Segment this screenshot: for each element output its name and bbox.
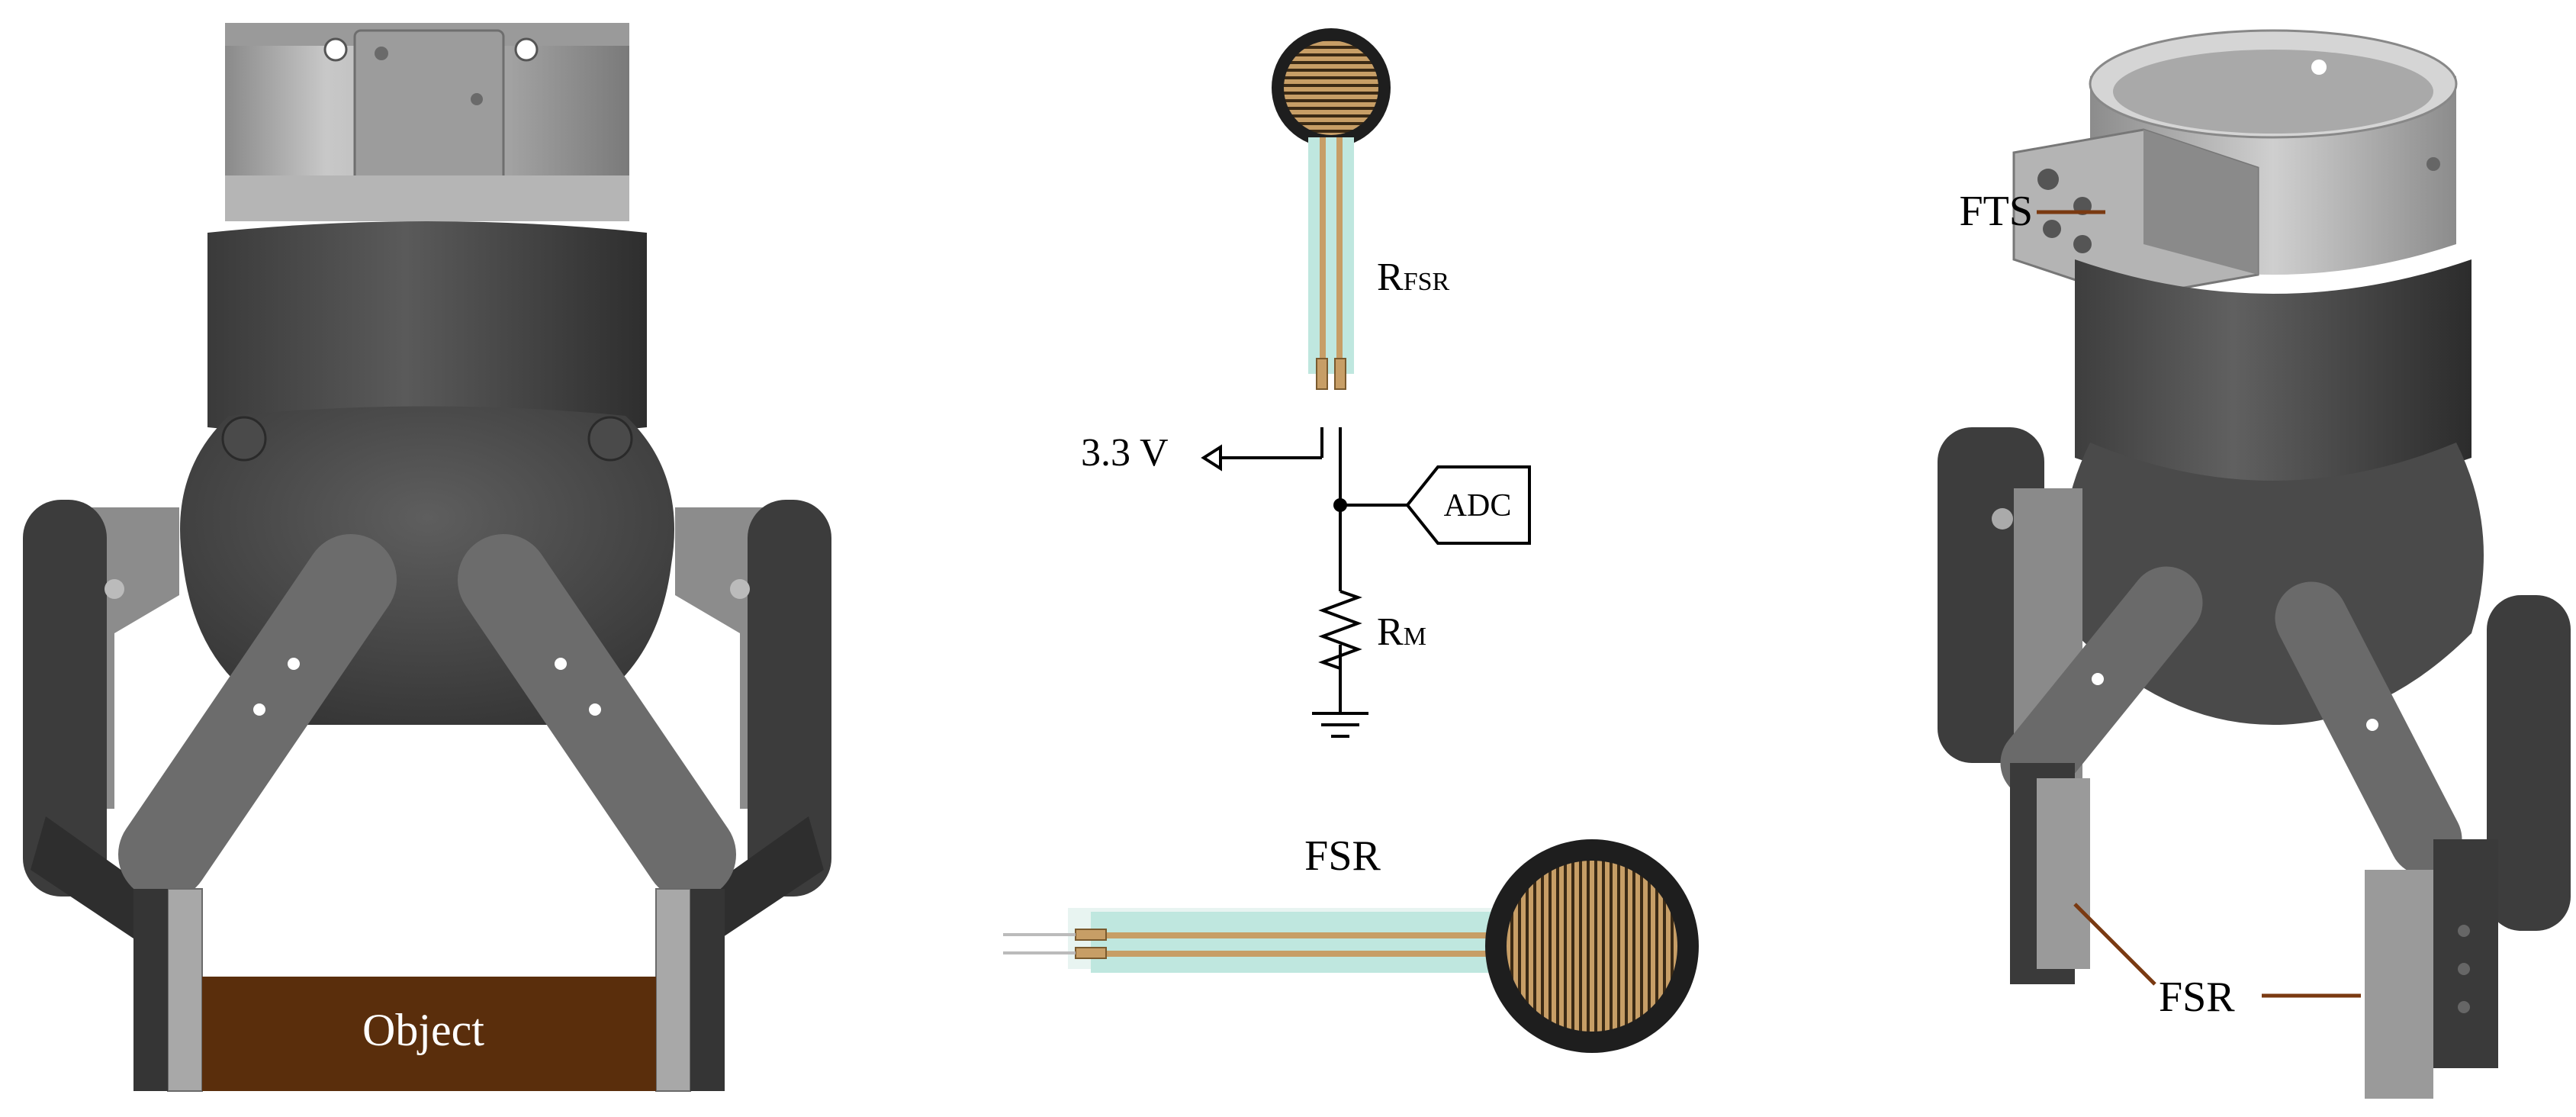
- fsr-bottom-label: FSR: [1304, 832, 1381, 880]
- right-finger-pad: [655, 888, 691, 1092]
- left-finger-pad: [167, 888, 203, 1092]
- voltage-label: 3.3 V: [1081, 431, 1169, 475]
- resistor-rm-icon: [1318, 590, 1362, 671]
- gripper-iso-view: FTS FSR: [1846, 0, 2576, 1117]
- adc-tag: [1405, 465, 1531, 545]
- gripper-front-view: Object: [0, 0, 900, 1117]
- rfsr-label: RFSR: [1377, 256, 1450, 299]
- junction-node: [1333, 498, 1347, 512]
- fts-block: [2012, 128, 2259, 299]
- right-fsr-pad: [2365, 870, 2433, 1099]
- fsr-circuit-diagram: RFSR 3.3 V ADC RM FSR: [900, 0, 1846, 1117]
- leader-lines: [2037, 210, 2361, 998]
- left-finger-link: [118, 534, 397, 900]
- fsr-sensor-vertical: [1272, 28, 1391, 390]
- right-finger: [2433, 839, 2498, 1068]
- left-fsr-pad: [2037, 778, 2090, 969]
- adc-label: ADC: [1444, 488, 1512, 523]
- circuit-wires: [1220, 427, 1407, 738]
- right-side-bar: [748, 500, 831, 896]
- rm-label: RM: [1377, 610, 1426, 654]
- fsr-sensor-horizontal: [1003, 839, 1699, 1053]
- object-label: Object: [362, 1005, 484, 1055]
- voltage-arrow-icon: [1201, 444, 1222, 472]
- fts-label: FTS: [1960, 188, 2034, 235]
- right-finger-link: [458, 534, 736, 900]
- fsr-label: FSR: [2159, 974, 2235, 1021]
- left-side-bar: [23, 500, 107, 896]
- grasped-object: [202, 977, 656, 1091]
- sensor-band: [207, 221, 647, 439]
- sensor-band: [2075, 259, 2471, 492]
